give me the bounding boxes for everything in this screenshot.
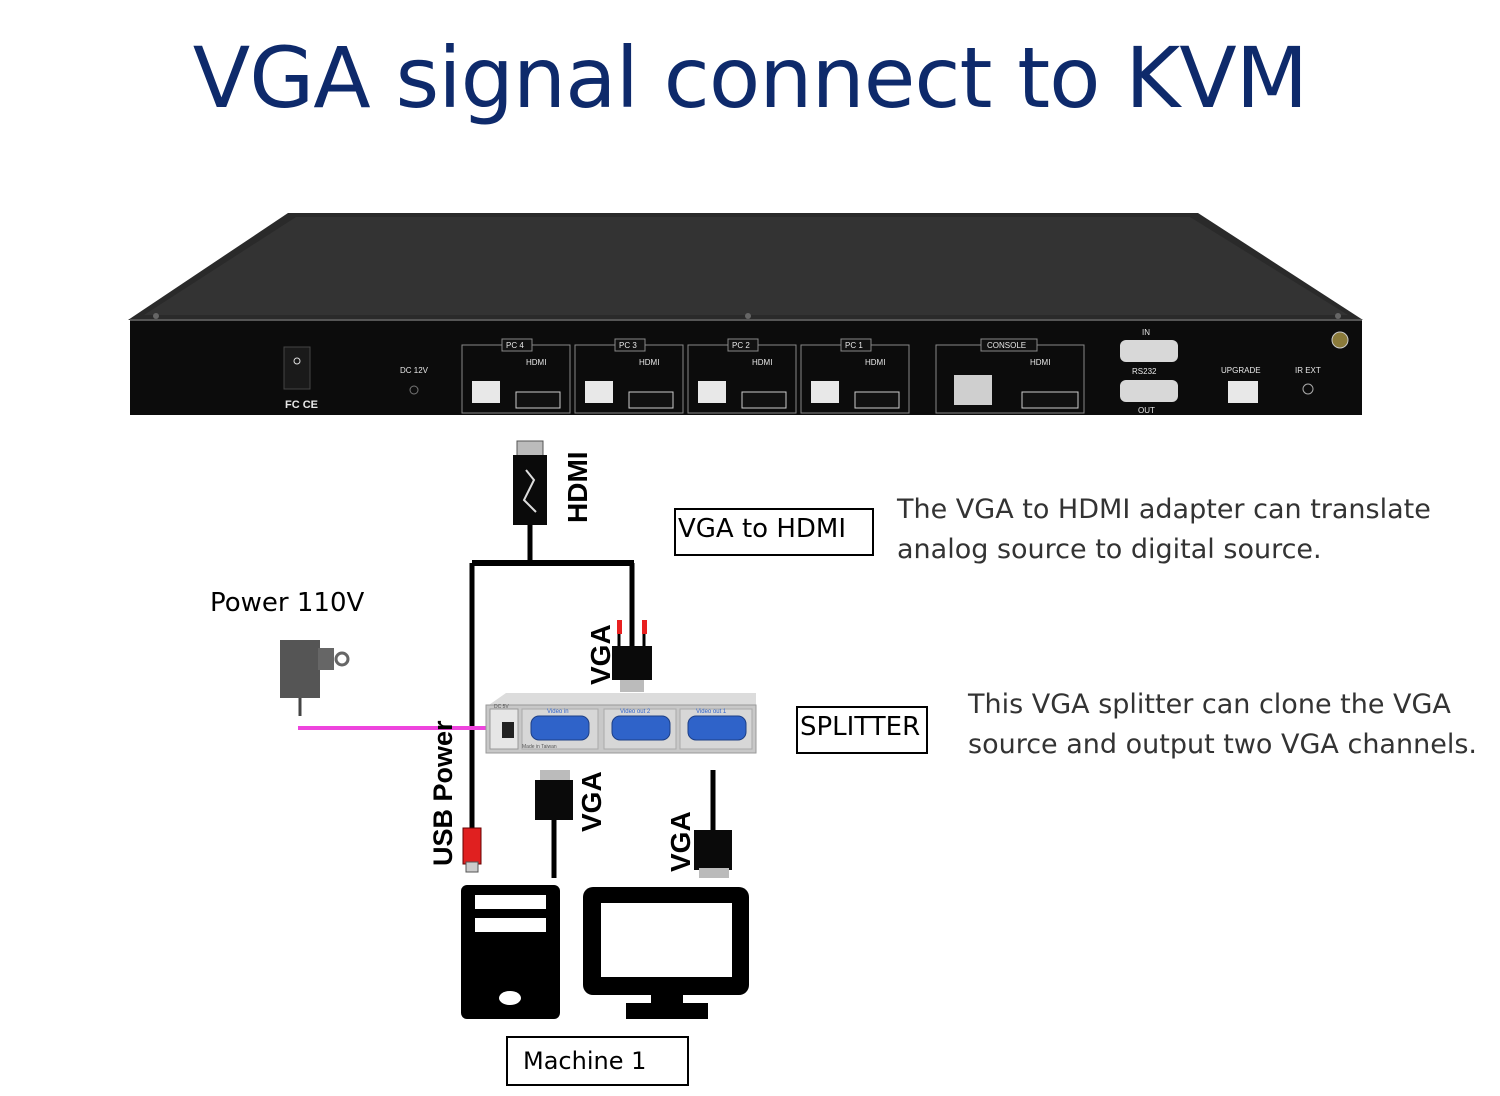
vga-plug-right — [694, 830, 732, 870]
svg-text:Made in Taiwan: Made in Taiwan — [522, 744, 557, 750]
power-label: Power 110V — [210, 588, 365, 618]
pc2-port-group: PC 2 HDMI — [687, 338, 797, 414]
fcc-ce-mark: FC CE — [285, 399, 318, 411]
svg-text:PC 3: PC 3 — [619, 341, 637, 350]
usb-a-ports — [954, 375, 992, 405]
pc4-port-group: PC 4 HDMI — [461, 338, 571, 414]
svg-text:UPGRADE: UPGRADE — [1221, 366, 1261, 375]
svg-text:Video out 1: Video out 1 — [696, 709, 727, 715]
power-adapter-icon — [280, 640, 350, 716]
svg-text:IR EXT: IR EXT — [1295, 366, 1321, 375]
power-switch — [283, 346, 311, 390]
svg-text:PC 1: PC 1 — [845, 341, 863, 350]
rs232-ports: IN RS232 OUT — [1120, 328, 1178, 415]
vga-right-cable-label: VGA — [665, 811, 696, 872]
svg-text:Video in: Video in — [547, 709, 569, 715]
ground-screw — [1331, 331, 1349, 349]
vga-to-hdmi-label: VGA to HDMI — [674, 508, 874, 556]
usb-power-label: USB Power — [428, 720, 458, 866]
vga-top-cable-label: VGA — [585, 624, 616, 685]
vga-plug-left — [535, 780, 573, 820]
vga-plug-top — [612, 646, 652, 680]
kvm-device: FC CE DC 12V PC 4 HDMI PC 3 HDMI PC 2 HD… — [128, 213, 1363, 415]
splitter-note: This VGA splitter can clone the VGA sour… — [968, 689, 1477, 760]
console-port-group: CONSOLE HDMI — [935, 338, 1085, 414]
svg-text:CONSOLE: CONSOLE — [987, 341, 1026, 350]
svg-text:RS232: RS232 — [1132, 367, 1157, 376]
svg-text:HDMI: HDMI — [1030, 358, 1050, 367]
adapter-note: The VGA to HDMI adapter can translate an… — [897, 494, 1431, 565]
svg-text:HDMI: HDMI — [526, 358, 546, 367]
vga-left-cable-label: VGA — [576, 771, 607, 832]
splitter-label: SPLITTER — [796, 706, 928, 754]
svg-text:DC 5V: DC 5V — [494, 704, 509, 710]
svg-text:HDMI: HDMI — [752, 358, 772, 367]
machine-label: Machine 1 — [506, 1036, 689, 1086]
svg-text:HDMI: HDMI — [639, 358, 659, 367]
svg-text:OUT: OUT — [1138, 406, 1155, 415]
svg-text:HDMI: HDMI — [865, 358, 885, 367]
dc-12v-label: DC 12V — [400, 366, 429, 375]
pc3-port-group: PC 3 HDMI — [574, 338, 684, 414]
pc1-port-group: PC 1 HDMI — [800, 338, 910, 414]
svg-text:IN: IN — [1142, 328, 1150, 337]
vga-splitter-device: DC 5V Video in Video out 2 Video out 1 M… — [485, 693, 757, 754]
monitor-icon — [583, 887, 749, 1019]
usb-plug — [462, 827, 482, 865]
dc-jack — [409, 385, 419, 395]
ir-ext-port: IR EXT — [1295, 366, 1321, 395]
page-title: VGA signal connect to KVM — [192, 29, 1309, 127]
svg-text:PC 2: PC 2 — [732, 341, 750, 350]
hdmi-plug-tip — [516, 440, 544, 458]
svg-text:Video out 2: Video out 2 — [620, 709, 651, 715]
hdmi-cable-label: HDMI — [562, 451, 593, 523]
computer-tower-icon — [461, 885, 560, 1019]
kvm-top-sheen — [144, 217, 1348, 315]
vga-plug-left-tip — [540, 770, 570, 782]
svg-text:PC 4: PC 4 — [506, 341, 524, 350]
hdmi-port — [515, 391, 561, 409]
usb-b-port — [472, 381, 500, 403]
upgrade-port: UPGRADE — [1221, 366, 1261, 403]
